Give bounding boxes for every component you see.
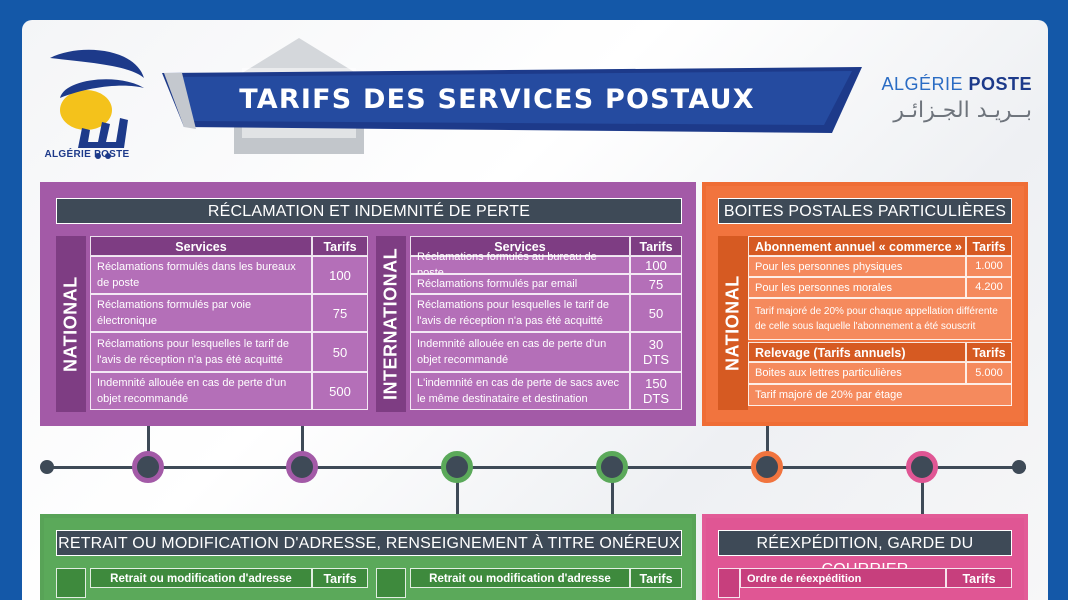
table-row-service: L'indemnité en cas de perte de sacs avec…: [410, 372, 630, 410]
col-header-tarifs: Tarifs: [946, 568, 1012, 588]
connector-stem: [456, 480, 459, 514]
side-label-box: [718, 568, 740, 598]
table-row-label: Pour les personnes physiques: [748, 256, 966, 277]
timeline-node-green: [596, 451, 628, 483]
timeline-node-pink: [906, 451, 938, 483]
table-row-label: Boites aux lettres particulières: [748, 362, 966, 384]
table-row-tarif: 5.000: [966, 362, 1012, 384]
table-row-tarif: 100: [312, 256, 368, 294]
table-row-service: Réclamations pour lesquelles le tarif de…: [410, 294, 630, 332]
side-label-box: [56, 568, 86, 598]
table-row-service: Réclamations formulés par email: [410, 274, 630, 294]
col-header-retrait: Retrait ou modification d'adresse: [410, 568, 630, 588]
table-row-tarif: 75: [312, 294, 368, 332]
table-row-tarif: 75: [630, 274, 682, 294]
retrait-panel: RETRAIT OU MODIFICATION D'ADRESSE, RENSE…: [40, 514, 696, 600]
table-row-tarif: 4.200: [966, 277, 1012, 298]
reclamation-title: RÉCLAMATION ET INDEMNITÉ DE PERTE: [56, 198, 682, 224]
connector-stem: [301, 426, 304, 456]
timeline-end-dot: [40, 460, 54, 474]
reexpedition-panel: RÉEXPÉDITION, GARDE DU COURRIER Ordre de…: [702, 514, 1028, 600]
col-header-tarifs: Tarifs: [630, 568, 682, 588]
retrait-title: RETRAIT OU MODIFICATION D'ADRESSE, RENSE…: [56, 530, 682, 556]
relevage-header: Relevage (Tarifs annuels): [748, 342, 966, 362]
side-label-national: NATIONAL: [56, 236, 86, 412]
connector-stem: [611, 480, 614, 514]
col-header-tarifs: Tarifs: [312, 236, 368, 256]
col-header-tarifs: Tarifs: [966, 342, 1012, 362]
connector-stem: [766, 426, 769, 456]
side-label-box: [376, 568, 406, 598]
poster: ALGÉRIE POSTE TARIFS DES SERVICES POSTAU…: [22, 20, 1048, 600]
timeline-node-purple: [132, 451, 164, 483]
brand-name-fr: ALGÉRIE POSTE: [881, 74, 1032, 94]
table-row-service: Réclamations formulés dans les bureaux d…: [90, 256, 312, 294]
table-row-tarif: 150 DTS: [630, 372, 682, 410]
boites-panel: BOITES POSTALES PARTICULIÈRES NATIONAL A…: [702, 182, 1028, 426]
boites-title: BOITES POSTALES PARTICULIÈRES: [718, 198, 1012, 224]
col-header-retrait: Retrait ou modification d'adresse: [90, 568, 312, 588]
reclamation-panel: RÉCLAMATION ET INDEMNITÉ DE PERTE NATION…: [40, 182, 696, 426]
algerie-poste-logo: [50, 49, 144, 159]
table-row-tarif: 50: [312, 332, 368, 372]
col-header-tarifs: Tarifs: [312, 568, 368, 588]
side-label-national: NATIONAL: [718, 236, 748, 410]
timeline-line: [42, 466, 1026, 469]
table-row-label: Pour les personnes morales: [748, 277, 966, 298]
title-banner: [162, 67, 862, 133]
col-header-services: Services: [90, 236, 312, 256]
table-row-tarif: 1.000: [966, 256, 1012, 277]
connector-stem: [921, 480, 924, 514]
table-row-service: Indemnité allouée en cas de perte d'un o…: [90, 372, 312, 410]
page-title: TARIFS DES SERVICES POSTAUX: [239, 84, 755, 115]
abonnement-note: Tarif majoré de 20% pour chaque appellat…: [748, 298, 1012, 340]
table-row-service: Réclamations formulés au bureau de poste: [410, 251, 630, 279]
timeline-end-dot: [1012, 460, 1026, 474]
col-header-tarifs: Tarifs: [630, 236, 682, 256]
col-header-services: Services: [410, 236, 630, 256]
timeline-node-orange: [751, 451, 783, 483]
table-row-tarif: 30 DTS: [630, 332, 682, 372]
col-header-tarifs: Tarifs: [966, 236, 1012, 256]
brand-name-ar: بــريـد الجـزائـر: [893, 98, 1032, 123]
table-row-tarif: 50: [630, 294, 682, 332]
logo-caption: ALGÉRIE POSTE: [44, 149, 130, 160]
timeline-node-purple: [286, 451, 318, 483]
table-row-tarif: 100: [630, 256, 682, 274]
reexpedition-title: RÉEXPÉDITION, GARDE DU COURRIER: [718, 530, 1012, 578]
col-header-ordre: Ordre de réexpédition: [740, 568, 946, 588]
connector-stem: [147, 426, 150, 456]
abonnement-header: Abonnement annuel « commerce »: [748, 236, 966, 256]
table-row-service: Réclamations pour lesquelles le tarif de…: [90, 332, 312, 372]
side-label-international: INTERNATIONAL: [376, 236, 406, 412]
table-row-service: Indemnité allouée en cas de perte d'un o…: [410, 332, 630, 372]
timeline-node-green: [441, 451, 473, 483]
table-row-service: Réclamations formulés par voie électroni…: [90, 294, 312, 332]
relevage-note: Tarif majoré de 20% par étage: [748, 384, 1012, 406]
table-row-tarif: 500: [312, 372, 368, 410]
